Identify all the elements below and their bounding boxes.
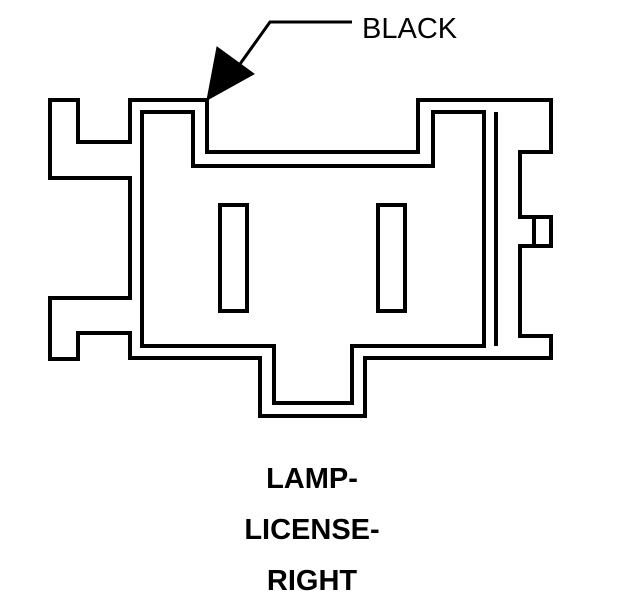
caption-line-1: LAMP- [266, 463, 358, 495]
connector-caption: LAMP- LICENSE- RIGHT [244, 463, 379, 597]
caption-line-2: LICENSE- [244, 514, 379, 546]
terminal-cavity-right [376, 203, 407, 313]
terminal-cavity-left [218, 203, 249, 313]
connector-body-inner [140, 110, 486, 405]
connector-body-outer [48, 98, 553, 418]
wire-callout: BLACK [206, 13, 458, 101]
wire-color-label: BLACK [362, 13, 458, 45]
caption-line-3: RIGHT [267, 565, 358, 597]
connector-outline [48, 98, 553, 418]
callout-arrowhead [206, 46, 255, 101]
